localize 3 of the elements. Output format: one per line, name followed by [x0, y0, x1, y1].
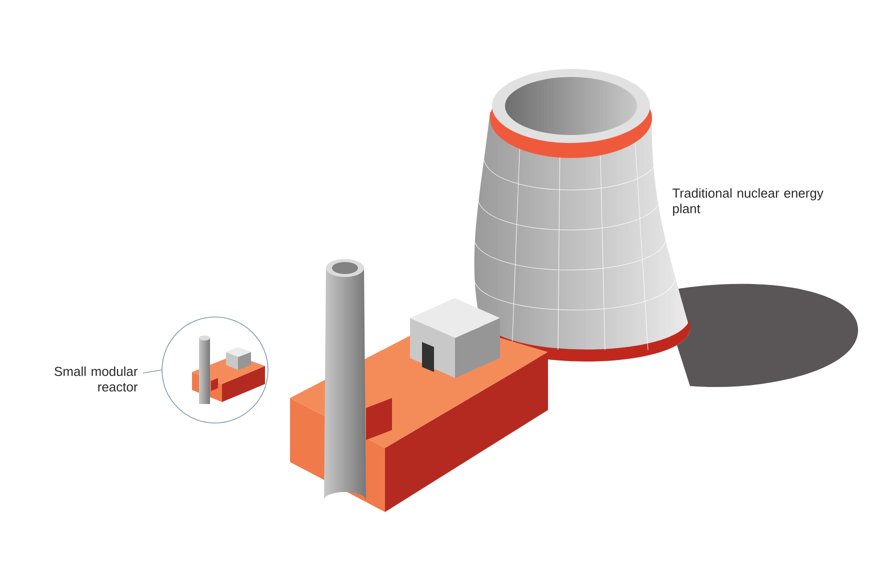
reactor-label: Small modular reactor — [54, 366, 138, 392]
reactor-inset-drawing — [162, 316, 268, 424]
plant-label: Traditional nuclear energy plant — [672, 188, 824, 216]
